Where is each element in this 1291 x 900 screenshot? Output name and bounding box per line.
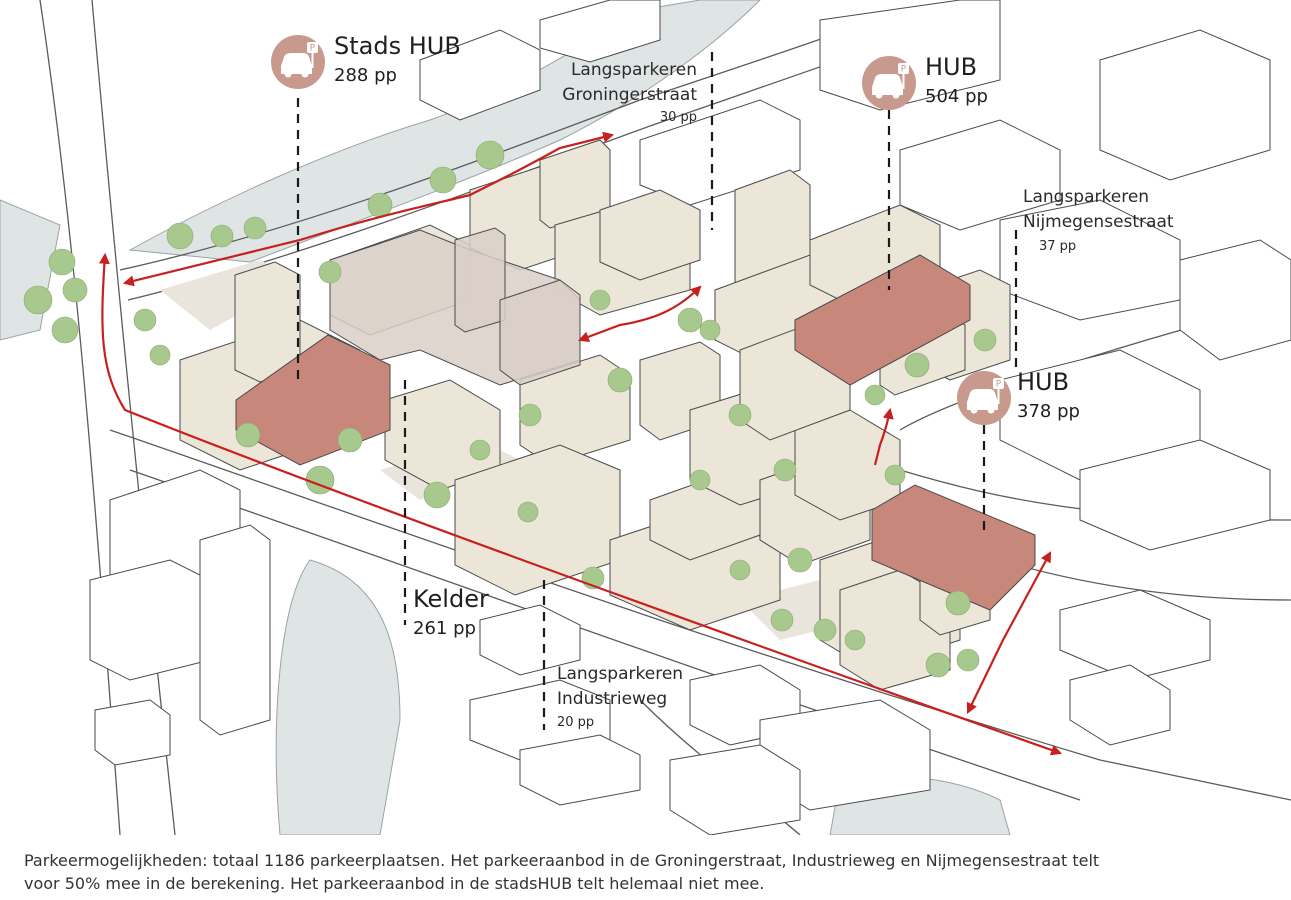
groningerstraat-capacity: 30 pp [659, 110, 697, 125]
nijmegensestraat-capacity: 37 pp [1039, 239, 1077, 254]
svg-text:P: P [996, 380, 1002, 390]
hub-east-capacity: 378 pp [1017, 401, 1080, 422]
groningerstraat-label-line2: Groningerstraat [562, 85, 697, 105]
hub-east-title: HUB [1017, 368, 1070, 396]
parking-car-icon: P [271, 35, 325, 89]
caption-line-1: Parkeermogelijkheden: totaal 1186 parkee… [24, 851, 1100, 870]
nijmegensestraat-label-line2: Nijmegensestraat [1023, 212, 1174, 232]
hub-north-title: HUB [925, 53, 978, 81]
nijmegensestraat-label-line1: Langsparkeren [1023, 187, 1150, 207]
svg-text:P: P [901, 65, 907, 75]
access-route [98, 131, 1063, 756]
industrieweg-label-line2: Industrieweg [557, 689, 668, 709]
map-drawing: P P P [0, 0, 1291, 836]
industrieweg-label-line1: Langsparkeren [557, 664, 684, 684]
groningerstraat-label-line1: Langsparkeren [570, 60, 697, 80]
hub-north-capacity: 504 pp [925, 86, 988, 107]
kelder-capacity: 261 pp [413, 618, 476, 639]
caption-line-2: voor 50% mee in de berekening. Het parke… [24, 874, 765, 894]
figure-caption: Parkeermogelijkheden: totaal 1186 parkee… [24, 849, 1274, 895]
stads-hub-capacity: 288 pp [334, 65, 397, 86]
svg-text:P: P [310, 44, 316, 54]
industrieweg-capacity: 20 pp [557, 715, 595, 730]
leader-lines [296, 52, 1018, 730]
parking-car-icon: P [862, 56, 916, 110]
kelder-title: Kelder [413, 585, 489, 613]
parking-car-icon: P [957, 371, 1011, 425]
stads-hub-title: Stads HUB [334, 32, 461, 60]
isometric-parking-map: P P P Stads HUB 288 pp HUB 504 pp HUB 37… [0, 0, 1291, 836]
